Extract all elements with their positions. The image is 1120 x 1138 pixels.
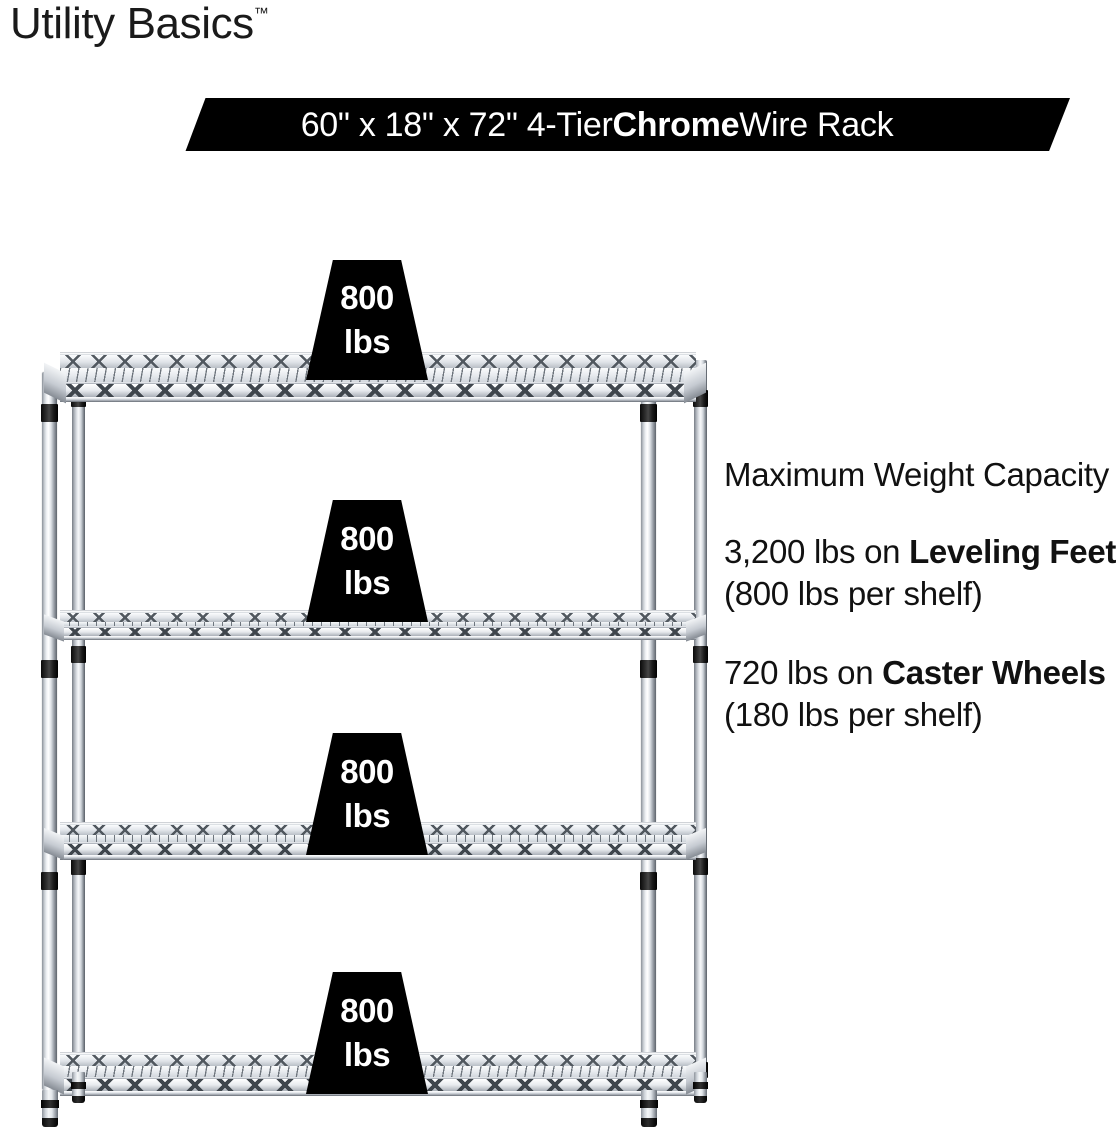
leveling-foot-band-left-front xyxy=(41,1100,59,1108)
post-collar-right-rear-2 xyxy=(693,646,708,663)
shelf-2-mid-rail xyxy=(60,626,696,628)
post-collar-left-front-3 xyxy=(41,872,58,890)
post-collar-right-front-1 xyxy=(640,404,657,422)
leveling-foot-tip-left-front xyxy=(42,1118,58,1127)
weight-callout-shelf-1-unit: lbs xyxy=(343,322,391,360)
capacity-item-caster-wheels: 720 lbs on Caster Wheels (180 lbs per sh… xyxy=(724,652,1120,736)
weight-callout-shelf-2-unit: lbs xyxy=(343,563,391,601)
weight-callout-shelf-4-value: 800 xyxy=(340,991,394,1029)
capacity-item-leveling-feet: 3,200 lbs on Leveling Feet (800 lbs per … xyxy=(724,531,1120,615)
weight-callout-shelf-3-unit: lbs xyxy=(343,796,391,834)
weight-callout-shelf-3-value: 800 xyxy=(340,752,394,790)
weight-callout-shelf-2-value: 800 xyxy=(340,519,394,557)
capacity-item-2-lead: 720 lbs on xyxy=(724,653,883,691)
leveling-foot-tip-right-front xyxy=(641,1118,657,1127)
banner-emphasis: Chrome xyxy=(612,105,740,144)
weight-callout-shelf-1-label: 800 lbs xyxy=(306,260,428,380)
weight-callout-shelf-2-label: 800 lbs xyxy=(306,500,428,622)
post-collar-left-rear-3 xyxy=(71,858,86,875)
brand-name: Utility Basics xyxy=(10,0,254,48)
capacity-heading: Maximum Weight Capacity xyxy=(724,456,1109,493)
banner-suffix: Wire Rack xyxy=(739,105,894,144)
post-right-front xyxy=(641,372,656,1090)
weight-callout-shelf-4-unit: lbs xyxy=(343,1035,391,1073)
leveling-foot-band-right-rear xyxy=(693,1082,708,1089)
leveling-foot-tip-right-rear xyxy=(694,1096,707,1103)
brand-logo: Utility Basics™ xyxy=(10,2,269,46)
post-right-rear xyxy=(694,360,707,1072)
trademark-symbol: ™ xyxy=(253,5,269,22)
post-left-rear xyxy=(72,360,85,1072)
capacity-item-2-emphasis: Caster Wheels xyxy=(882,653,1106,691)
weight-callout-shelf-4-label: 800 lbs xyxy=(306,972,428,1094)
post-left-front xyxy=(42,372,57,1090)
shelf-1-front-truss xyxy=(60,384,696,397)
post-collar-right-front-2 xyxy=(640,660,657,678)
weight-callout-shelf-3-label: 800 lbs xyxy=(306,733,428,855)
post-collar-left-rear-2 xyxy=(71,646,86,663)
post-collar-right-rear-3 xyxy=(693,858,708,875)
title-banner: 60" x 18" x 72" 4-Tier Chrome Wire Rack xyxy=(185,98,1070,151)
capacity-item-1-emphasis: Leveling Feet xyxy=(909,533,1117,571)
capacity-item-1-tail: (800 lbs per shelf) xyxy=(724,575,983,613)
shelf-1-mid-rail xyxy=(60,382,696,384)
shelf-1-front-rail xyxy=(60,397,696,402)
shelf-2-front-truss xyxy=(60,628,696,636)
weight-callout-shelf-1-value: 800 xyxy=(340,278,394,316)
post-collar-left-front-1 xyxy=(41,404,58,422)
leveling-foot-band-left-rear xyxy=(71,1082,86,1089)
post-collar-right-front-3 xyxy=(640,872,657,890)
shelf-2-deck-mesh xyxy=(60,622,696,626)
capacity-item-1-lead: 3,200 lbs on xyxy=(724,533,910,571)
capacity-item-2-tail: (180 lbs per shelf) xyxy=(724,695,983,733)
title-banner-text: 60" x 18" x 72" 4-Tier Chrome Wire Rack xyxy=(186,98,1070,151)
shelf-3-front-rail xyxy=(60,855,696,860)
leveling-foot-tip-left-rear xyxy=(72,1096,85,1103)
capacity-copy-block: Maximum Weight Capacity 3,200 lbs on Lev… xyxy=(724,455,1120,736)
post-collar-left-front-2 xyxy=(41,660,58,678)
leveling-foot-band-right-front xyxy=(640,1100,658,1108)
shelf-2-front-rail xyxy=(60,636,696,640)
banner-prefix: 60" x 18" x 72" 4-Tier xyxy=(300,105,613,144)
